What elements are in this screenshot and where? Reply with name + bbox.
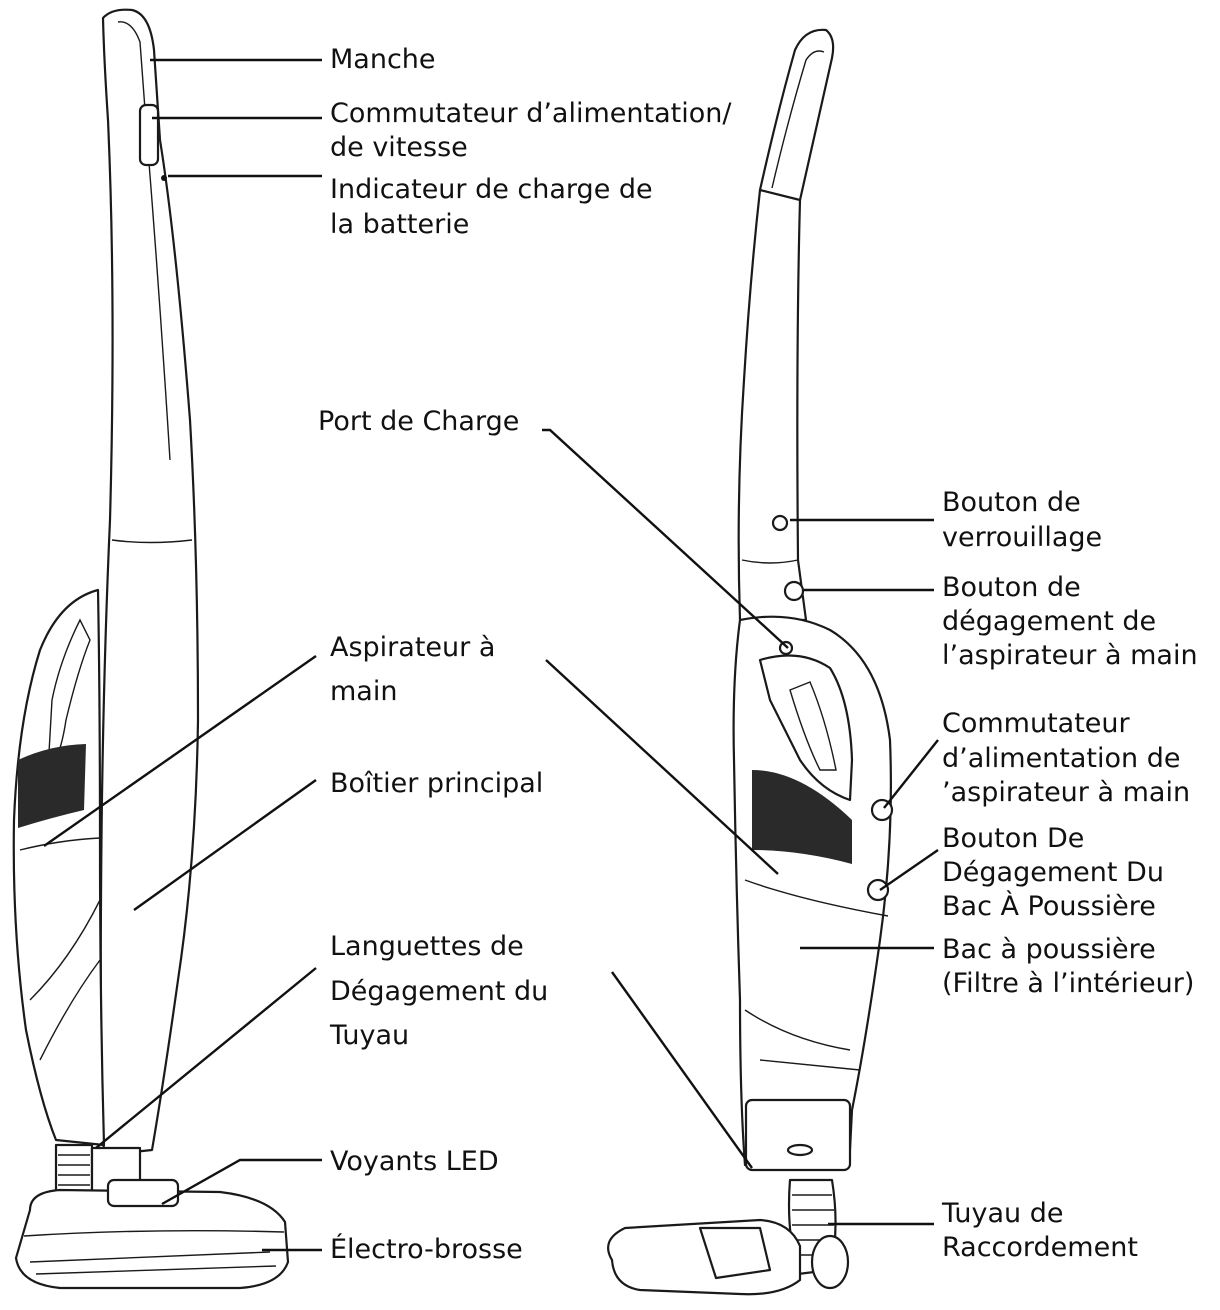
right-main-tube-shape bbox=[737, 188, 808, 622]
label-handheld-power-switch: Commutateur d’alimentation de ’aspirateu… bbox=[942, 708, 1190, 808]
leader-handheld-switch bbox=[883, 739, 939, 809]
left-electro-brush-shape bbox=[14, 1188, 290, 1290]
leader-led bbox=[161, 1158, 322, 1206]
label-handheld-vacuum: Aspirateur à main bbox=[330, 632, 504, 707]
leader-main-body bbox=[133, 779, 317, 911]
leader-handheld-right bbox=[545, 659, 779, 875]
label-led-indicators: Voyants LED bbox=[330, 1146, 499, 1177]
left-exhaust-grille bbox=[18, 744, 86, 828]
label-dust-bin: Bac à poussière (Filtre à l’intérieur) bbox=[942, 934, 1194, 999]
leader-dustbin-release bbox=[879, 849, 939, 891]
right-exhaust-grille bbox=[752, 770, 852, 864]
label-dust-bin-release-button: Bouton De Dégagement Du Bac À Poussière bbox=[942, 823, 1173, 922]
label-main-body: Boîtier principal bbox=[330, 768, 543, 799]
leader-charge-port bbox=[542, 428, 789, 649]
right-vacuum-illustration bbox=[607, 28, 894, 1296]
label-handle: Manche bbox=[330, 44, 436, 75]
leader-hose-tabs-right bbox=[611, 971, 753, 1169]
label-handheld-release-button: Bouton de dégagement de l’aspirateur à m… bbox=[942, 572, 1198, 671]
left-vacuum-illustration bbox=[12, 8, 290, 1290]
left-main-body-shape bbox=[99, 8, 200, 1157]
left-handheld-unit-shape bbox=[12, 588, 106, 1147]
right-lock-button-shape bbox=[771, 514, 789, 532]
right-release-button-shape bbox=[783, 580, 805, 602]
label-connection-hose: Tuyau de Raccordement bbox=[941, 1198, 1138, 1263]
label-lock-button: Bouton de verrouillage bbox=[942, 487, 1102, 553]
leader-handheld-left bbox=[43, 655, 317, 847]
label-battery-indicator: Indicateur de charge de la batterie bbox=[330, 174, 661, 240]
leader-lines bbox=[43, 58, 939, 1252]
label-electro-brush: Électro-brosse bbox=[330, 1233, 523, 1265]
leader-hose-tabs-left bbox=[95, 967, 317, 1149]
left-power-switch-shape bbox=[138, 103, 160, 167]
label-hose-release-tabs: Languettes de Dégagement du Tuyau bbox=[329, 931, 557, 1051]
labels: Manche Commutateur d’alimentation/ de vi… bbox=[318, 44, 1198, 1265]
right-handheld-grip-shape bbox=[758, 654, 854, 802]
label-charge-port: Port de Charge bbox=[318, 406, 519, 437]
right-dustbin-release-shape bbox=[866, 878, 890, 902]
right-handle-shape bbox=[758, 28, 835, 202]
label-power-speed-switch: Commutateur d’alimentation/ de vitesse bbox=[330, 98, 740, 163]
